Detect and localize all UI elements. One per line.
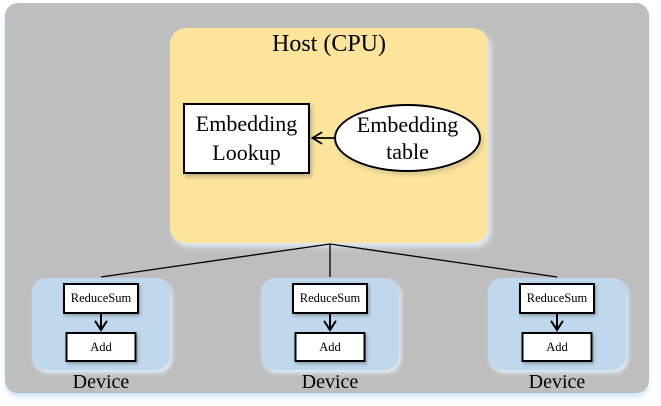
embedding-table-node: Embedding table	[334, 104, 481, 172]
reducesum-node: ReduceSum	[292, 283, 368, 314]
device-label: Device	[301, 371, 359, 393]
embedding-lookup-label: Embedding Lookup	[195, 110, 298, 165]
add-node: Add	[65, 332, 137, 362]
reducesum-label: ReduceSum	[299, 291, 361, 305]
reducesum-node: ReduceSum	[63, 283, 139, 314]
reducesum-label: ReduceSum	[70, 291, 132, 305]
reducesum-node: ReduceSum	[519, 283, 595, 314]
embedding-lookup-node: Embedding Lookup	[183, 103, 310, 174]
device-label: Device	[72, 371, 130, 393]
add-label: Add	[319, 339, 341, 354]
add-label: Add	[90, 339, 112, 354]
host-cpu-title: Host (CPU)	[271, 31, 386, 57]
reducesum-label: ReduceSum	[526, 291, 588, 305]
add-node: Add	[521, 332, 593, 362]
add-node: Add	[294, 332, 366, 362]
embedding-table-label: Embedding table	[356, 111, 459, 165]
add-label: Add	[546, 339, 568, 354]
device-label: Device	[528, 371, 586, 393]
